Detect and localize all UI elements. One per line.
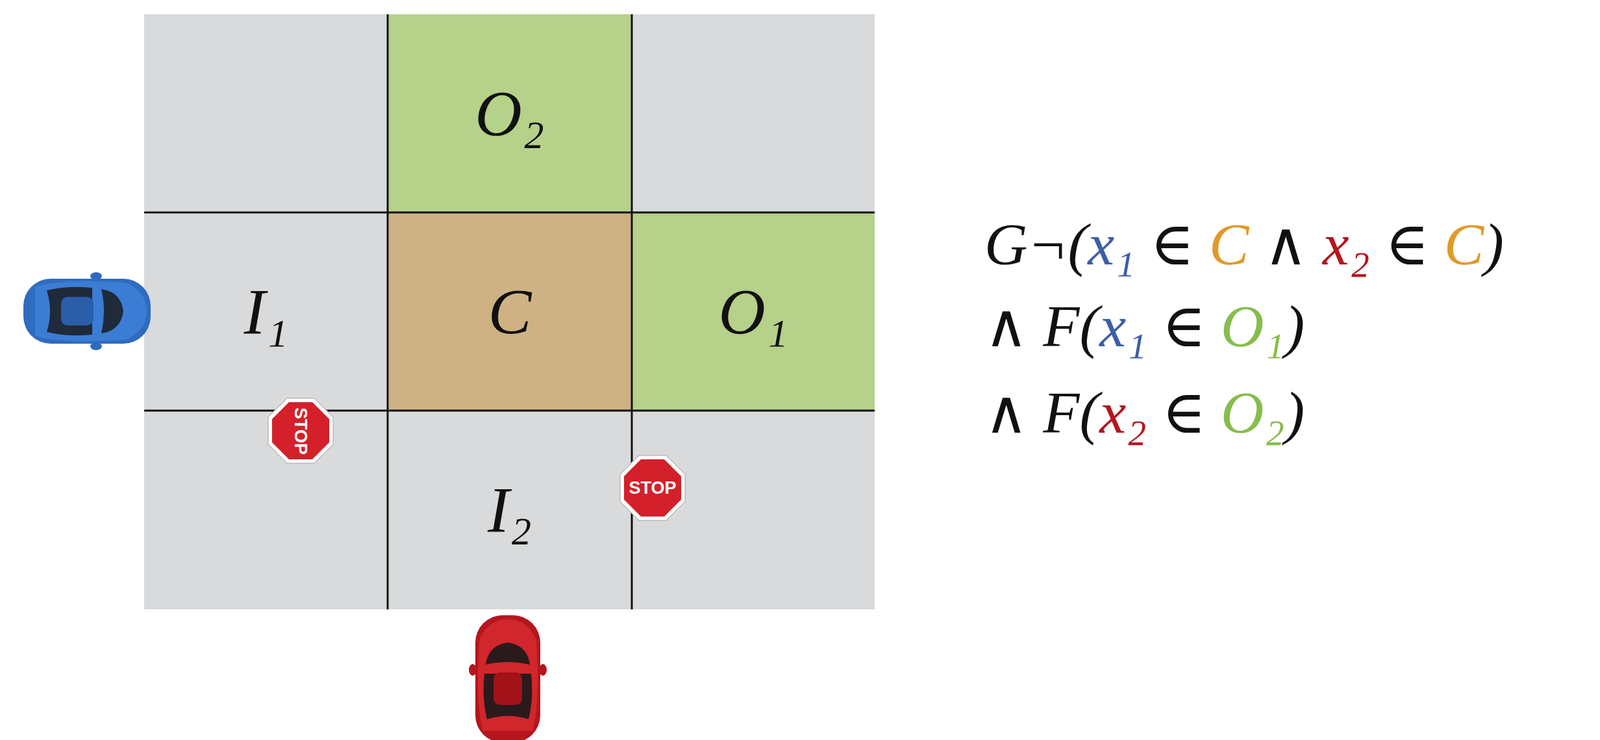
stop-sign: [268, 398, 334, 463]
formula-token: ∧ F(: [984, 379, 1100, 446]
goal-cell: O₁: [631, 212, 875, 411]
formula-token: ): [1483, 211, 1504, 278]
formula-token: ∧: [1248, 211, 1323, 278]
formula-token: x₁: [1099, 292, 1147, 360]
goal-cell: [387, 14, 632, 213]
entry-cell: I₁: [144, 212, 388, 411]
formula-token: ∈: [1370, 211, 1445, 278]
road-ground: [144, 14, 875, 610]
cell-label: O₁: [718, 279, 789, 345]
formula-token: ∈: [1146, 379, 1221, 446]
red-car: [468, 614, 547, 740]
formula-token: x₁: [1087, 211, 1136, 278]
stop-sign-text: STOP: [292, 406, 310, 454]
goal-cell: O₂: [387, 14, 632, 213]
cell-label: I₂: [487, 477, 532, 543]
formula-token: C: [1209, 211, 1249, 278]
formula-token: ∧ F(: [984, 292, 1100, 360]
stop-sign-text: STOP: [628, 479, 676, 497]
formula-token: ): [1285, 292, 1306, 360]
entry-cell: I₂: [387, 410, 632, 610]
formula-token: O₂: [1220, 379, 1285, 446]
grid-lines: [144, 14, 875, 610]
formula-token: x₂: [1099, 379, 1147, 446]
formula-token: x₂: [1322, 211, 1371, 278]
formula-line: ∧ F(x₂ ∈ O₂): [984, 379, 1305, 446]
stop-sign: [620, 455, 686, 521]
conflict-cell: [387, 212, 632, 411]
goal-cell: [631, 212, 875, 411]
formula-token: G¬(: [984, 211, 1088, 278]
conflict-cell: C: [387, 212, 632, 411]
formula-line: G¬(x₁ ∈ C ∧ x₂ ∈ C): [984, 211, 1504, 278]
cell-label: O₂: [475, 81, 545, 147]
cell-label: C: [488, 279, 532, 345]
formula-token: ): [1285, 379, 1306, 446]
formula-token: C: [1444, 211, 1484, 278]
formula-token: ∈: [1135, 211, 1210, 278]
cell-label: I₁: [243, 279, 288, 345]
blue-car: [23, 272, 151, 350]
formula-token: O₁: [1220, 292, 1285, 360]
formula-token: ∈: [1146, 292, 1221, 360]
formula-line: ∧ F(x₁ ∈ O₁): [984, 293, 1305, 360]
